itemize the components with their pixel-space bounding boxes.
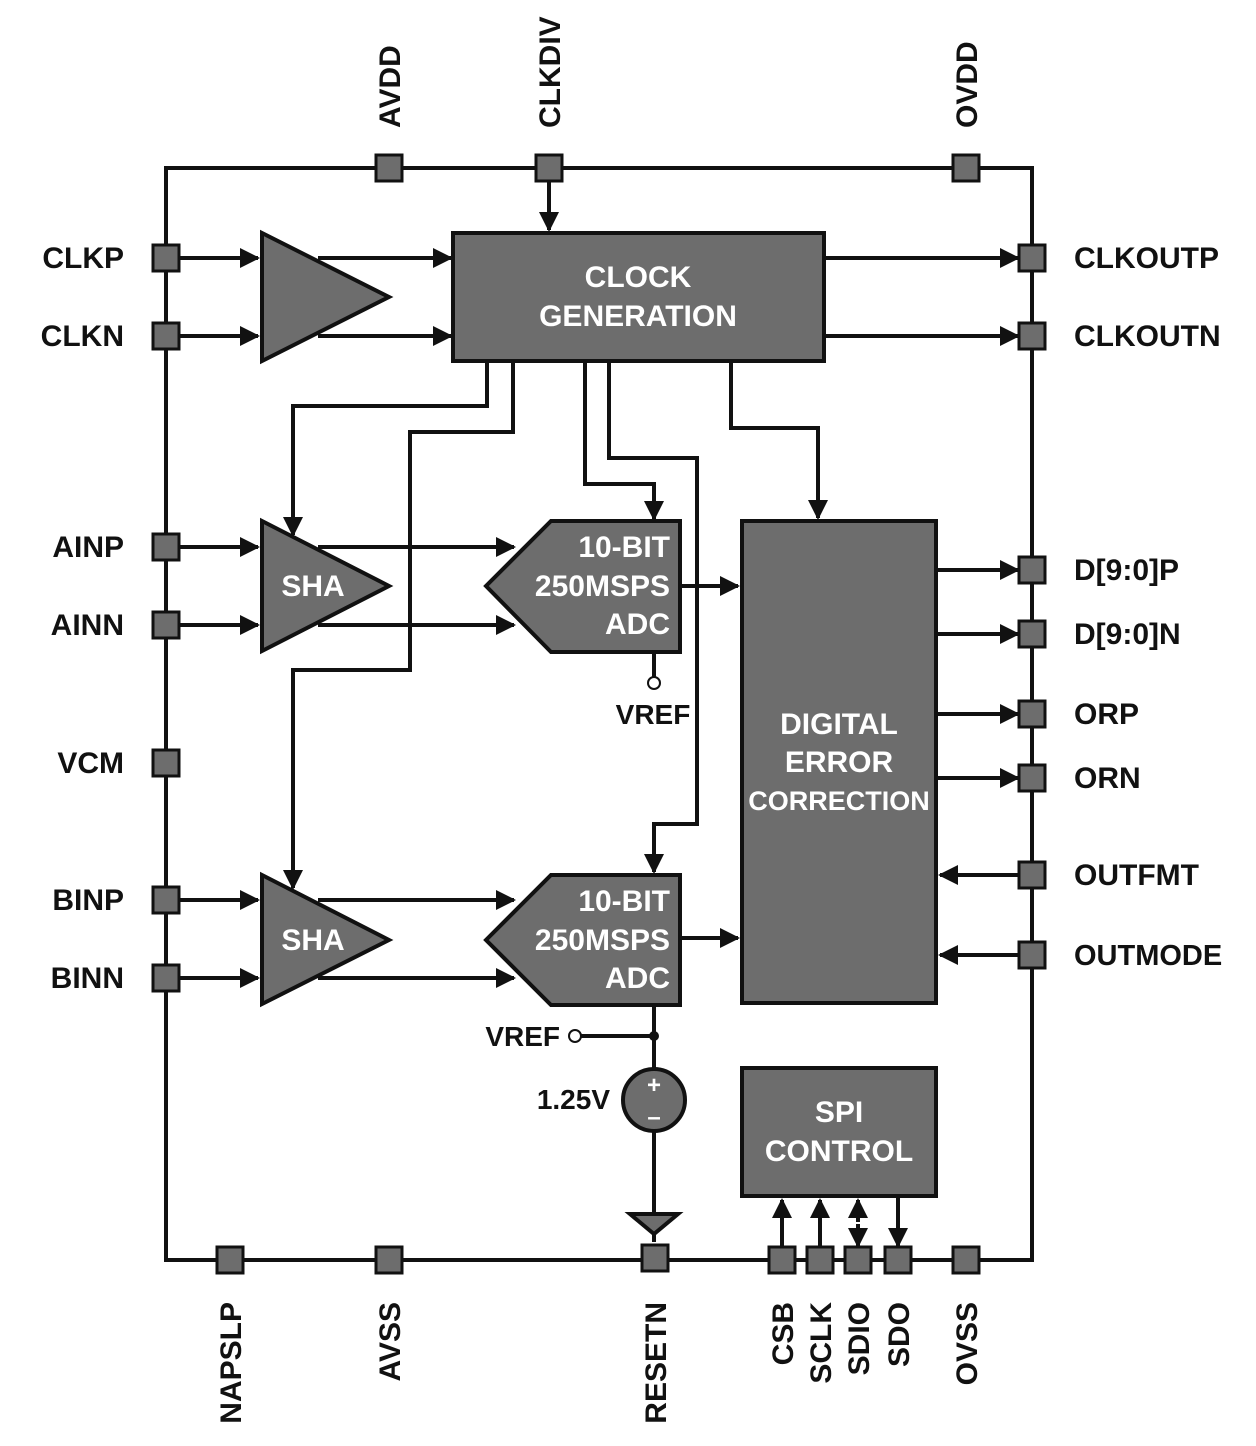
pin-outmode — [1017, 940, 1047, 970]
pin-sclk — [805, 1245, 835, 1275]
label-binp: BINP — [52, 884, 124, 917]
pin-binn — [151, 963, 181, 993]
label-ainp: AINP — [52, 531, 124, 564]
sha-b-label: SHA — [281, 924, 344, 957]
spi-label-1: SPI — [815, 1096, 863, 1129]
digital-error-correction-block — [740, 519, 938, 1005]
pin-napslp — [215, 1245, 245, 1275]
pin-clkoutp — [1017, 243, 1047, 273]
label-outmode: OUTMODE — [1074, 940, 1222, 972]
sha-a-label: SHA — [281, 570, 344, 603]
label-sdo: SDO — [883, 1302, 916, 1367]
pin-orn — [1017, 763, 1047, 793]
reference-voltage-label: 1.25V — [537, 1084, 610, 1115]
spi-control-block — [740, 1066, 938, 1198]
pin-clkoutn — [1017, 321, 1047, 351]
pin-csb — [767, 1245, 797, 1275]
label-sdio: SDIO — [843, 1302, 876, 1375]
clock-generation-block — [451, 231, 826, 363]
pin-d-n — [1017, 619, 1047, 649]
label-binn: BINN — [51, 962, 124, 995]
vref-b-label: VREF — [485, 1021, 560, 1052]
adc-a-label-3: ADC — [605, 608, 670, 641]
adc-a — [483, 519, 682, 654]
source-minus: – — [647, 1104, 660, 1131]
pin-sdio — [843, 1245, 873, 1275]
pins — [151, 153, 1047, 1275]
label-d-p: D[9:0]P — [1074, 554, 1179, 587]
pin-ainp — [151, 532, 181, 562]
dec-label-1: DIGITAL — [780, 708, 898, 741]
label-clkoutp: CLKOUTP — [1074, 242, 1219, 275]
pin-avss — [374, 1245, 404, 1275]
reference-voltage-source — [621, 1067, 687, 1133]
label-ovdd: OVDD — [951, 41, 984, 128]
label-orn: ORN — [1074, 762, 1141, 795]
adc-b-label-2: 250MSPS — [535, 924, 670, 957]
source-plus: + — [647, 1072, 661, 1099]
pin-ainn — [151, 610, 181, 640]
pin-clkp — [151, 243, 181, 273]
ground-symbol — [624, 1212, 684, 1237]
label-vcm: VCM — [57, 747, 124, 780]
clock-buffer — [260, 229, 394, 365]
pin-outfmt — [1017, 860, 1047, 890]
label-sclk: SCLK — [805, 1302, 838, 1384]
spi-label-2: CONTROL — [765, 1135, 913, 1168]
pin-clkn — [151, 321, 181, 351]
adc-b — [483, 873, 682, 1007]
label-resetn: RESETN — [640, 1302, 673, 1424]
pin-resetn — [640, 1243, 670, 1273]
adc-a-label-2: 250MSPS — [535, 570, 670, 603]
label-outfmt: OUTFMT — [1074, 859, 1199, 892]
pin-ovss — [951, 1245, 981, 1275]
adc-b-label-1: 10-BIT — [578, 885, 670, 918]
label-orp: ORP — [1074, 698, 1139, 731]
label-ovss: OVSS — [951, 1302, 984, 1385]
adc-a-label-1: 10-BIT — [578, 531, 670, 564]
sha-b — [260, 871, 394, 1008]
label-ainn: AINN — [51, 609, 124, 642]
label-clkdiv: CLKDIV — [534, 16, 567, 128]
pin-clkdiv — [534, 153, 564, 183]
label-clkn: CLKN — [41, 320, 124, 353]
pin-orp — [1017, 699, 1047, 729]
pin-sdo — [883, 1245, 913, 1275]
label-napslp: NAPSLP — [215, 1302, 248, 1424]
pin-avdd — [374, 153, 404, 183]
pin-vcm — [151, 748, 181, 778]
label-clkoutn: CLKOUTN — [1074, 320, 1221, 353]
dec-label-3: CORRECTION — [748, 786, 930, 816]
vref-a-terminal — [647, 676, 661, 690]
label-csb: CSB — [767, 1302, 800, 1365]
clock-generation-label-2: GENERATION — [539, 300, 737, 333]
vref-a-label: VREF — [616, 699, 691, 730]
pin-d-p — [1017, 555, 1047, 585]
pin-binp — [151, 885, 181, 915]
pin-ovdd — [951, 153, 981, 183]
vref-b-terminal — [568, 1029, 582, 1043]
sha-a — [260, 517, 394, 655]
label-clkp: CLKP — [42, 242, 124, 275]
label-avdd: AVDD — [374, 45, 407, 128]
label-d-n: D[9:0]N — [1074, 618, 1181, 651]
clock-generation-label-1: CLOCK — [585, 261, 692, 294]
junction-dot — [649, 1031, 659, 1041]
dec-label-2: ERROR — [785, 746, 894, 779]
adc-b-label-3: ADC — [605, 962, 670, 995]
wires — [180, 170, 1020, 1248]
label-avss: AVSS — [374, 1302, 407, 1381]
